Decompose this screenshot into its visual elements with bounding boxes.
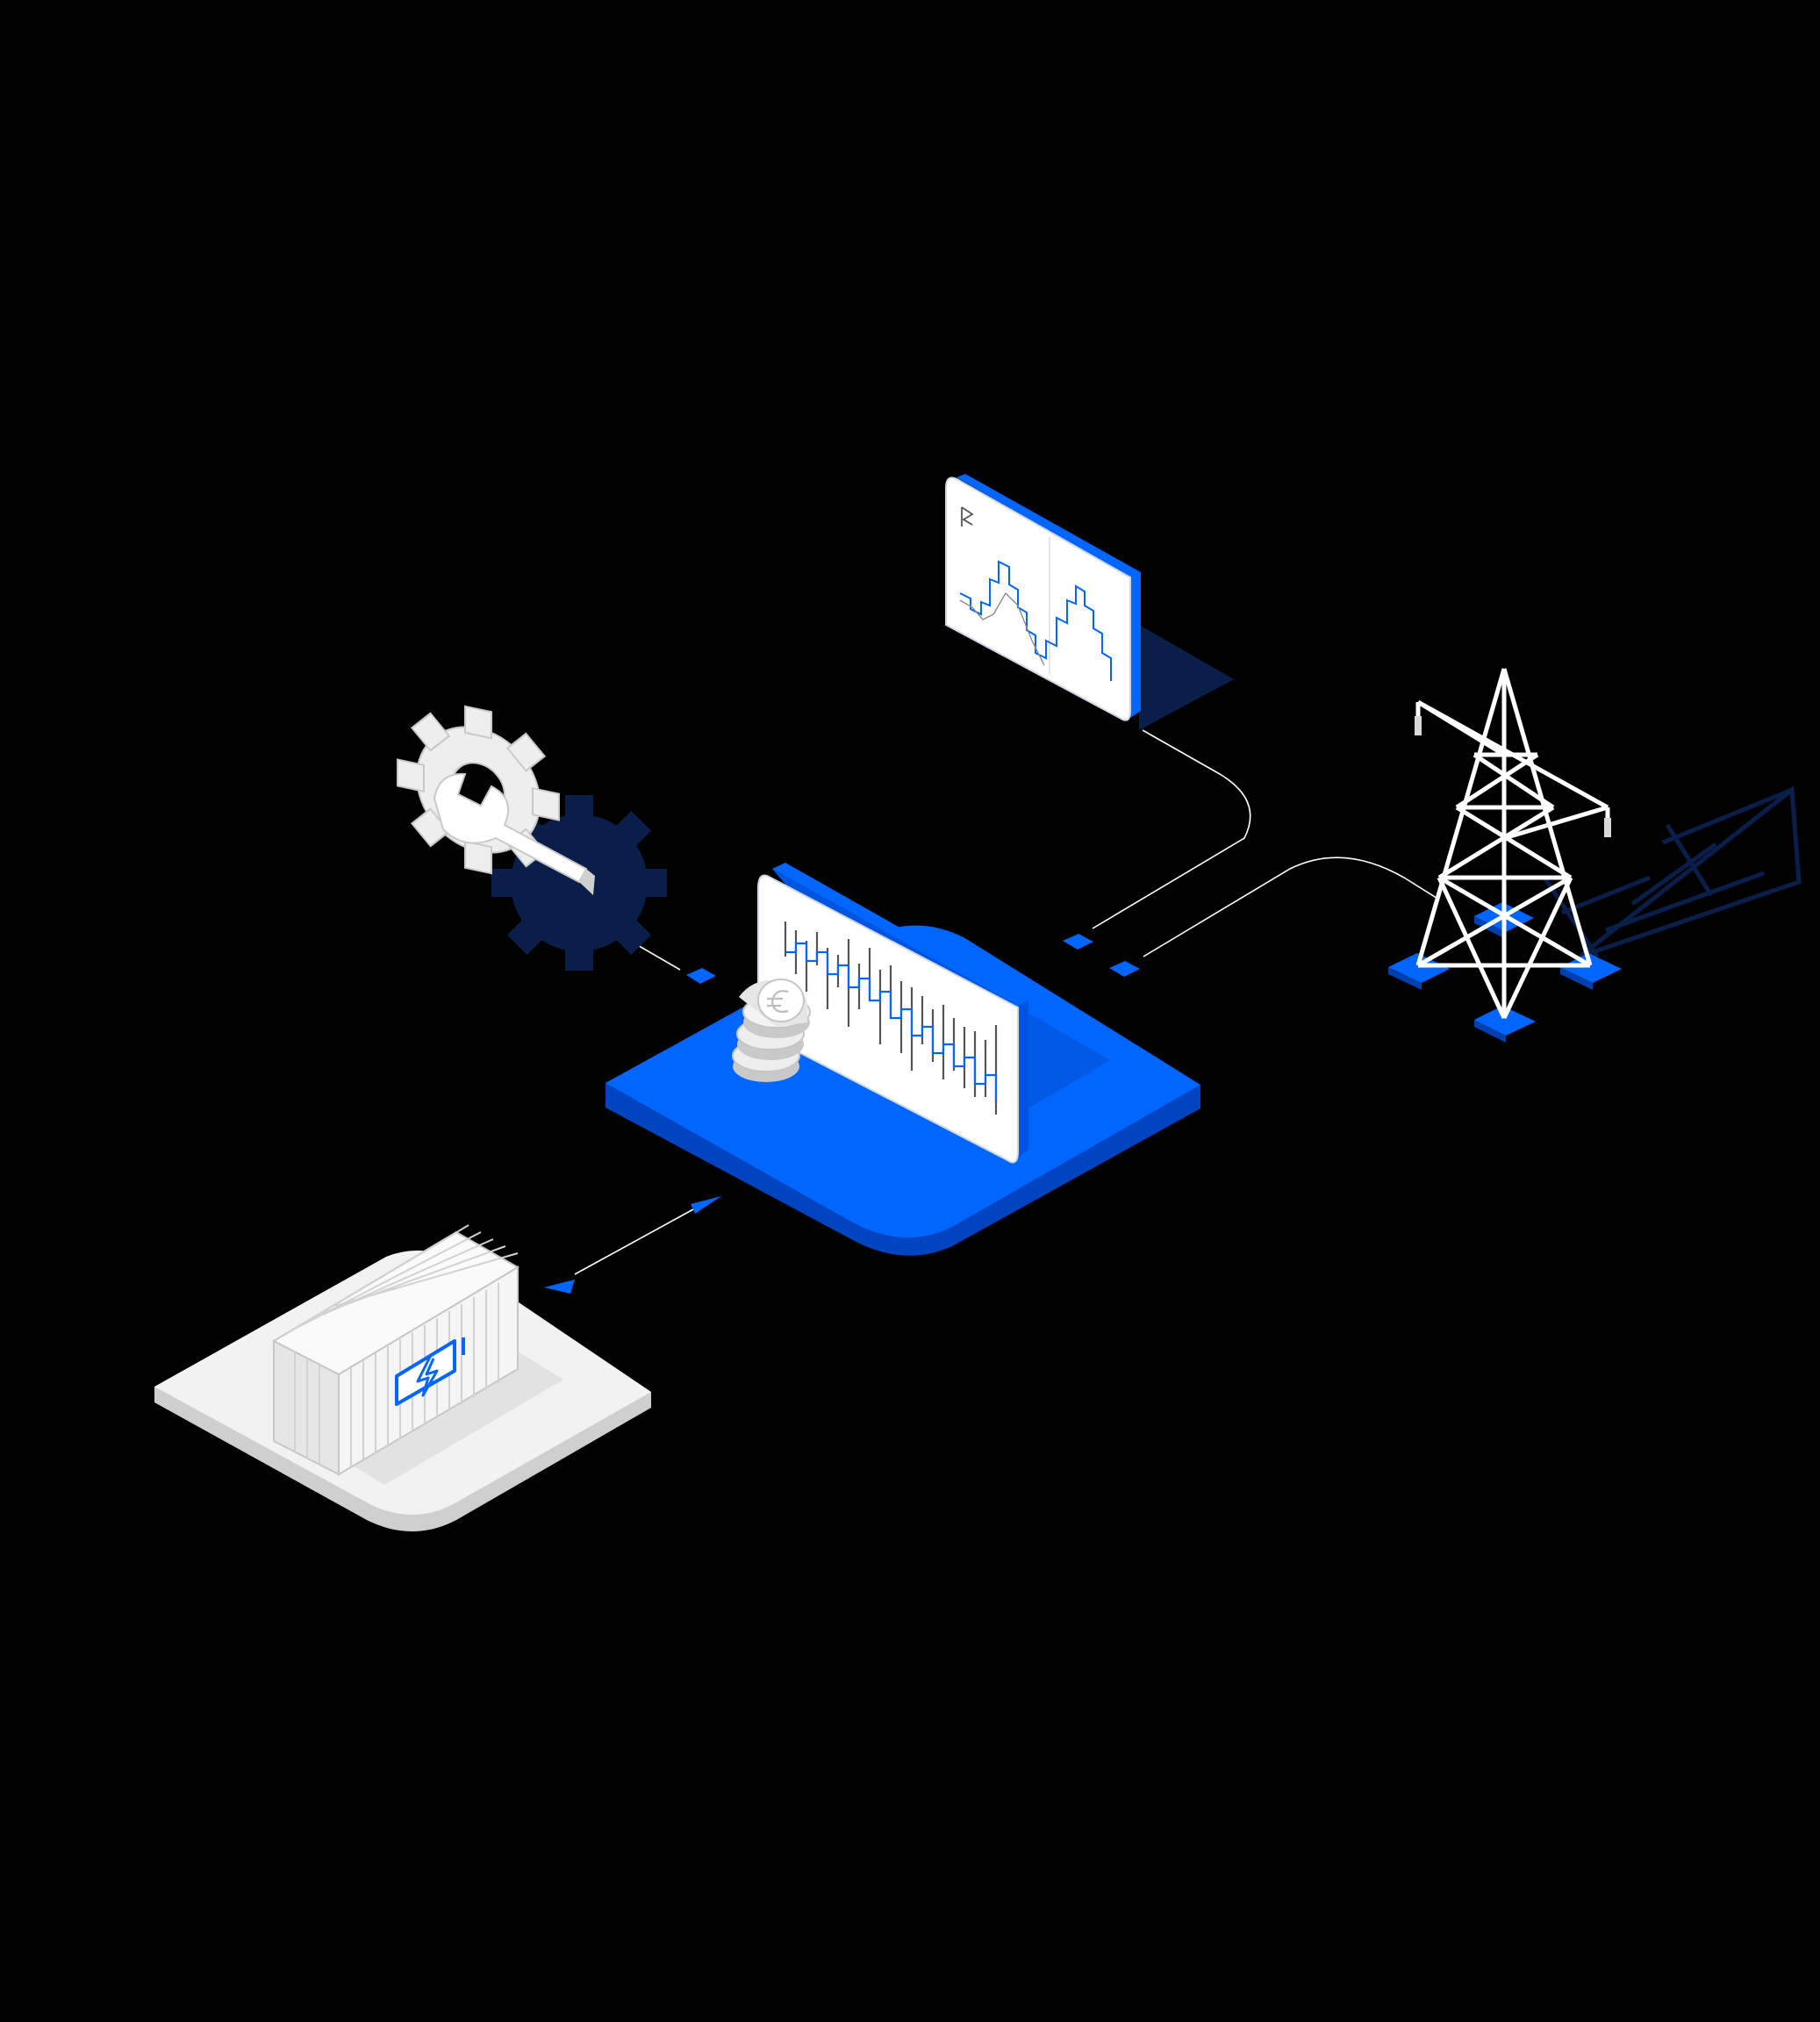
- wrench: [433, 772, 595, 895]
- screen-top-edge: [772, 863, 1028, 1006]
- coin-stack: [732, 979, 811, 1082]
- forecast-chart-secondary: [959, 592, 1045, 666]
- battery-bolt-icon: [395, 1337, 465, 1406]
- forecast-shadow: [1139, 625, 1234, 730]
- flag-icon: [961, 506, 974, 527]
- price-chart-icon: [784, 921, 998, 1115]
- connection-battery-platform: [544, 1196, 721, 1294]
- arrow-left-icon: [544, 1280, 575, 1294]
- transmission-tower-icon: [1415, 668, 1610, 1020]
- connector-pad: [1063, 934, 1093, 950]
- euro-coin-icon: [757, 979, 805, 1022]
- forecast-panel: [945, 474, 1234, 730]
- battery-base-inner: [339, 1352, 563, 1485]
- gear-wrench-icon: [397, 705, 667, 971]
- arrow-right-icon: [691, 1196, 721, 1214]
- forecast-edge: [957, 474, 1141, 718]
- battery-container: [154, 1224, 651, 1531]
- forecast-face: [945, 477, 1131, 721]
- forecast-chart-icon: [959, 560, 1112, 681]
- price-chart-screen: [757, 863, 1028, 1164]
- tower-shadow: [1542, 785, 1802, 959]
- connection-grid-platform: [1109, 857, 1440, 977]
- connector-pad: [686, 968, 716, 984]
- connection-forecast-platform: [1063, 729, 1251, 950]
- insulators: [1415, 716, 1611, 837]
- power-grid: [1388, 668, 1802, 1043]
- screen-face: [757, 874, 1019, 1164]
- connector-pad: [1109, 961, 1140, 977]
- trading-platform: [605, 863, 1200, 1256]
